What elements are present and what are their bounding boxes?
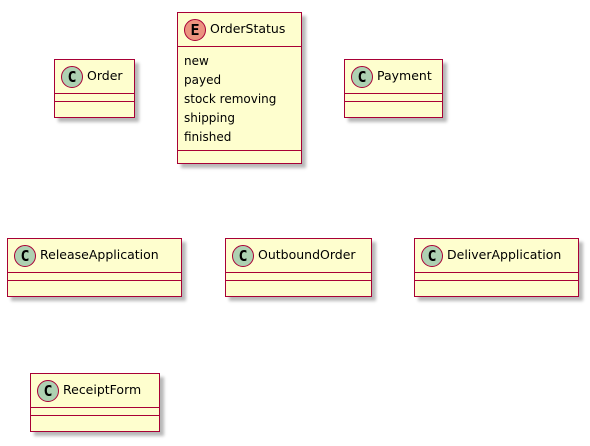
methods-compartment: [31, 416, 159, 424]
class-header: C Order: [55, 60, 134, 94]
class-release-application[interactable]: C ReleaseApplication: [7, 238, 182, 297]
class-name: ReleaseApplication: [40, 247, 159, 263]
attributes-compartment: [415, 273, 578, 281]
methods-compartment: [55, 102, 134, 110]
class-outbound-order[interactable]: C OutboundOrder: [225, 238, 372, 297]
class-stereotype-icon: C: [37, 379, 59, 402]
class-name: DeliverApplication: [447, 247, 562, 263]
enum-order-status[interactable]: E OrderStatus new payed stock removing s…: [177, 12, 302, 164]
class-header: E OrderStatus: [178, 13, 301, 47]
enum-stereotype-icon: E: [184, 18, 206, 41]
class-deliver-application[interactable]: C DeliverApplication: [414, 238, 579, 297]
class-name: Payment: [377, 68, 432, 84]
attributes-compartment: [55, 94, 134, 102]
class-header: C DeliverApplication: [415, 239, 578, 273]
methods-compartment: [226, 281, 371, 289]
enum-value: shipping: [184, 111, 235, 125]
class-stereotype-icon: C: [61, 65, 83, 88]
enum-value: new: [184, 54, 209, 68]
attributes-compartment: [226, 273, 371, 281]
class-payment[interactable]: C Payment: [344, 59, 443, 118]
class-stereotype-icon: C: [232, 244, 254, 267]
class-receipt-form[interactable]: C ReceiptForm: [30, 373, 160, 432]
enum-value: payed: [184, 73, 222, 87]
class-name: OutboundOrder: [258, 247, 356, 263]
attributes-compartment: [8, 273, 181, 281]
methods-compartment: [8, 281, 181, 289]
class-name: ReceiptForm: [63, 382, 142, 398]
class-stereotype-icon: C: [421, 244, 443, 267]
enum-values-compartment: new payed stock removing shipping finish…: [178, 47, 301, 151]
class-header: C OutboundOrder: [226, 239, 371, 273]
enum-value: stock removing: [184, 92, 277, 106]
class-header: C Payment: [345, 60, 442, 94]
class-stereotype-icon: C: [14, 244, 36, 267]
attributes-compartment: [31, 408, 159, 416]
class-header: C ReceiptForm: [31, 374, 159, 408]
class-stereotype-icon: C: [351, 65, 373, 88]
class-name: Order: [87, 68, 123, 84]
methods-compartment: [178, 151, 301, 159]
methods-compartment: [415, 281, 578, 289]
class-name: OrderStatus: [210, 21, 286, 37]
methods-compartment: [345, 102, 442, 110]
attributes-compartment: [345, 94, 442, 102]
enum-value: finished: [184, 130, 232, 144]
class-header: C ReleaseApplication: [8, 239, 181, 273]
class-order[interactable]: C Order: [54, 59, 135, 118]
